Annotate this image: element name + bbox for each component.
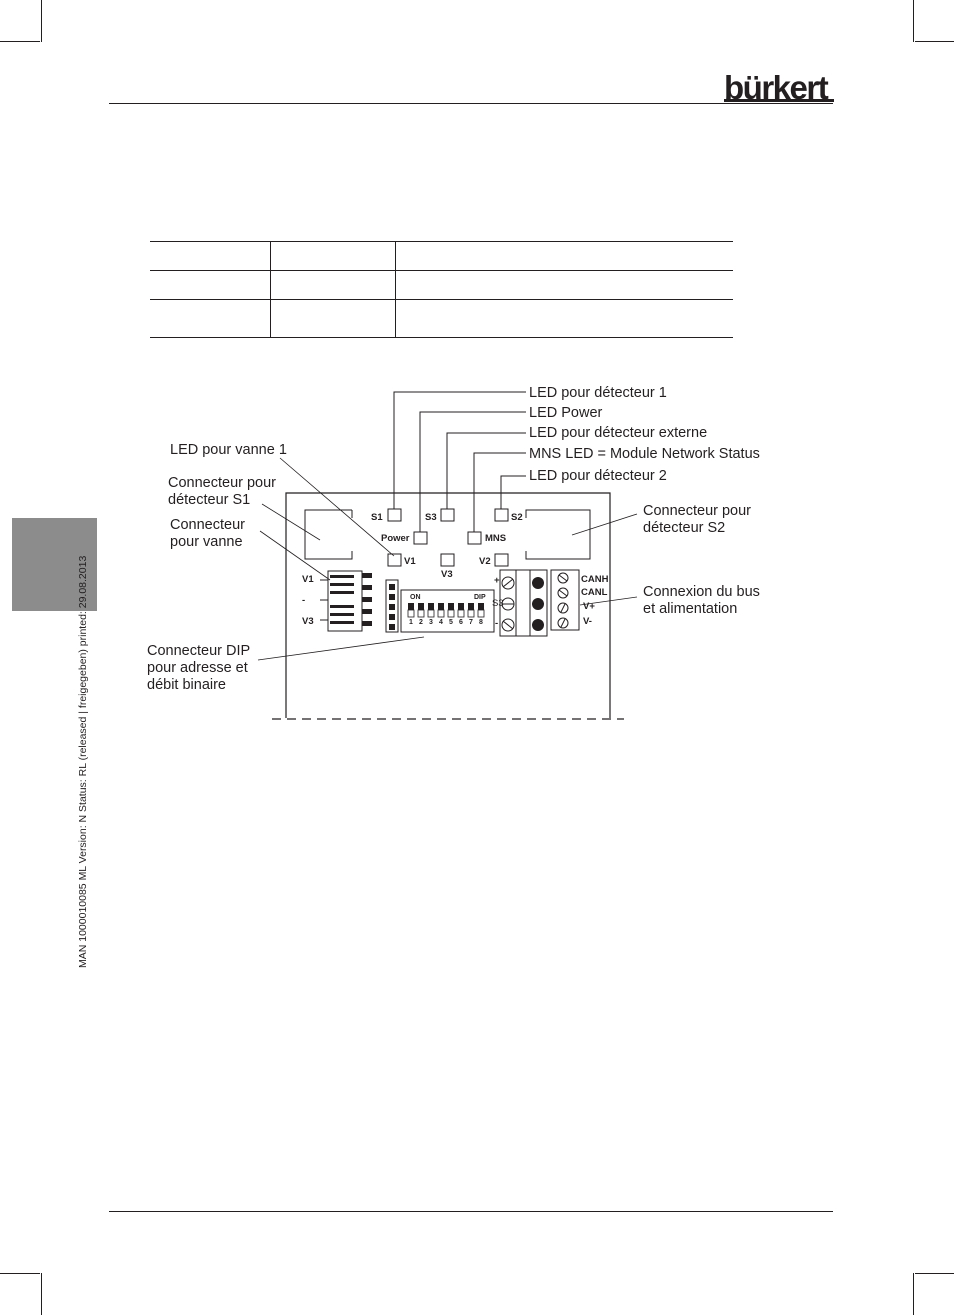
crop-mark (41, 0, 42, 42)
board-label-mns: MNS (485, 533, 507, 544)
dip-number: 3 (429, 619, 433, 626)
table-row (150, 270, 733, 300)
table-cell (395, 299, 733, 338)
callout-led-power: LED Power (529, 405, 603, 421)
terminal-label-plus: + (494, 575, 500, 586)
callout-dip-connector: Connecteur DIP pour adresse et débit bin… (147, 643, 250, 694)
dip-number: 7 (469, 619, 473, 626)
board-label-s1: S1 (371, 512, 383, 523)
crop-mark (915, 41, 954, 42)
terminal-label-vplus: V+ (583, 601, 595, 612)
callout-line: Connecteur pour (168, 475, 277, 491)
callout-line: Connecteur pour (643, 503, 752, 519)
board-label-v3: V3 (302, 616, 314, 627)
crop-mark (0, 1273, 40, 1274)
callout-led-detector-2: LED pour détecteur 2 (529, 468, 667, 484)
callout-connector-s1: Connecteur pour détecteur S1 (168, 475, 276, 509)
terminal-label-vminus: V- (583, 616, 592, 627)
callout-line: Connexion du bus (643, 584, 760, 600)
callout-line: et alimentation (643, 601, 738, 617)
crop-mark (41, 1273, 42, 1315)
board-label-v1-led: V1 (404, 556, 416, 567)
logo-underline (724, 99, 834, 102)
dip-number: 6 (459, 619, 463, 626)
callout-line: détecteur S2 (643, 520, 726, 536)
board-label-v3-led: V3 (441, 569, 453, 580)
crop-mark (913, 0, 914, 42)
dip-number: 5 (449, 619, 453, 626)
dip-number: 2 (419, 619, 423, 626)
board-label-v1: V1 (302, 574, 314, 585)
dip-label-on: ON (410, 594, 421, 601)
callout-led-external-detector: LED pour détecteur externe (529, 425, 708, 441)
dip-number: 8 (479, 619, 483, 626)
board-label-minus: - (302, 595, 306, 606)
table-row (150, 299, 733, 338)
table-cell (150, 299, 271, 338)
terminal-label-canh: CANH (581, 574, 609, 585)
dip-number: 4 (439, 619, 443, 626)
chapter-tab (12, 518, 97, 611)
board-label-s2: S2 (511, 512, 523, 523)
callout-line: Connecteur DIP (147, 643, 251, 659)
callout-led-detector-1: LED pour détecteur 1 (529, 385, 667, 401)
callout-connector-s2: Connecteur pour détecteur S2 (643, 503, 751, 537)
callout-line: détecteur S1 (168, 492, 251, 508)
crop-mark (915, 1273, 954, 1274)
callout-line: débit binaire (147, 677, 226, 693)
header-rule (109, 103, 833, 104)
board-label-s3: S3 (425, 512, 437, 523)
table-cell (270, 299, 396, 338)
callout-line: pour adresse et (147, 660, 248, 676)
table-cell (270, 270, 396, 300)
callout-connector-valve: Connecteur pour vanne (170, 517, 245, 551)
crop-mark (0, 41, 40, 42)
dip-label-dip: DIP (474, 594, 486, 601)
table-cell (395, 241, 733, 271)
callout-line: Connecteur (170, 517, 245, 533)
terminal-label-canl: CANL (581, 587, 608, 598)
callout-led-valve-1: LED pour vanne 1 (170, 442, 287, 458)
callout-mns-led: MNS LED = Module Network Status (529, 446, 760, 462)
footer-rule (109, 1211, 833, 1212)
callout-bus-connection: Connexion du bus et alimentation (643, 584, 760, 618)
terminal-label-s3: S3 (492, 598, 504, 609)
empty-table (150, 241, 733, 338)
crop-mark (913, 1273, 914, 1315)
callout-line: pour vanne (170, 534, 243, 550)
dip-number: 1 (409, 619, 413, 626)
board-label-power: Power (381, 533, 410, 544)
board-label-v2-led: V2 (479, 556, 491, 567)
terminal-label-minus: - (495, 618, 499, 629)
